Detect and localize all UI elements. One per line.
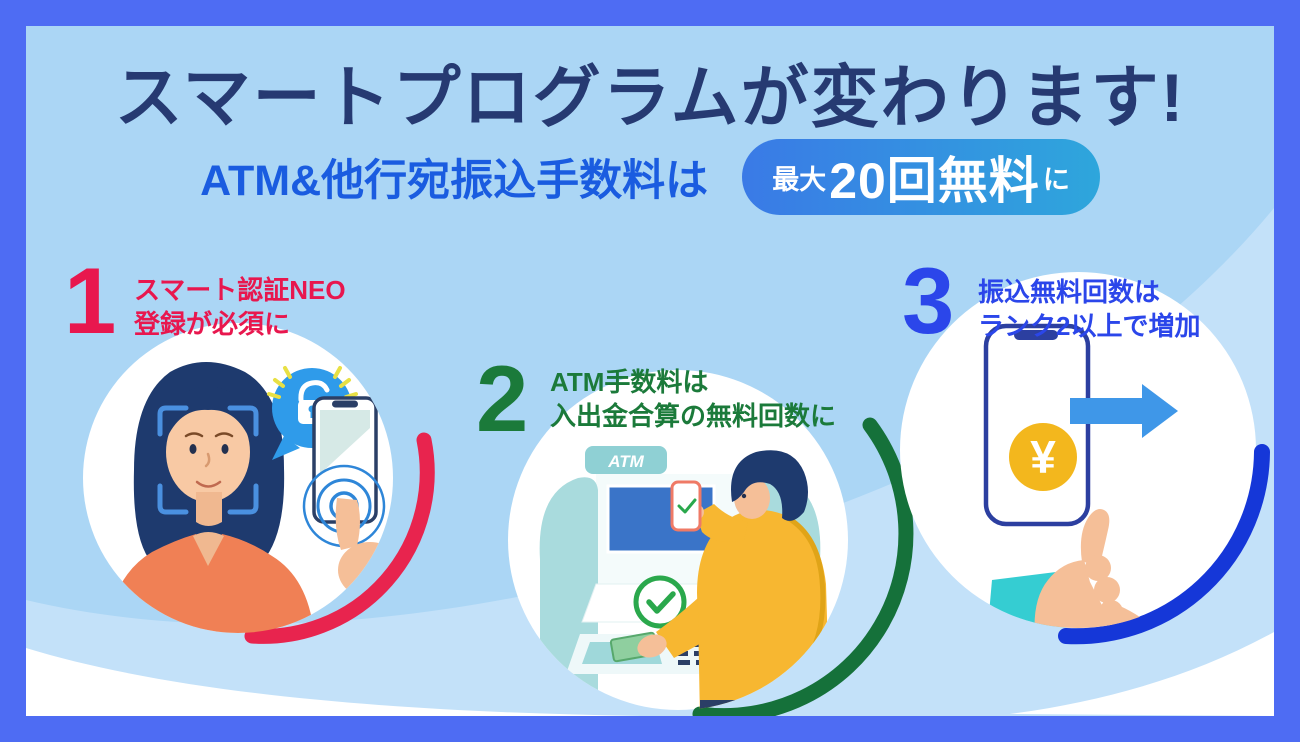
check-circle-icon <box>633 575 687 629</box>
badge-suffix: に <box>1042 164 1070 195</box>
face-scan-icon <box>157 405 259 515</box>
feature2-heading: ATM手数料は 入出金合算の無料回数に <box>550 366 836 434</box>
feature1-line2: 登録が必須に <box>134 308 291 339</box>
atm-sign-label: ATM <box>607 452 644 471</box>
blue-arc <box>1058 444 1270 645</box>
banner-canvas: ATM <box>26 26 1274 716</box>
feature3-line1: 振込無料回数は <box>978 277 1161 307</box>
subtitle-text: ATM&他行宛振込手数料は <box>200 157 709 205</box>
banner-illustrations: ATM <box>26 208 1274 716</box>
green-arc <box>692 417 914 716</box>
feature1-number: 1 <box>64 248 117 353</box>
background-wave-right <box>1010 632 1274 716</box>
banner-title: スマートプログラムが変わります! <box>114 60 1186 136</box>
feature2-line1: ATM手数料は <box>550 367 709 397</box>
feature3-number: 3 <box>902 248 955 353</box>
background-band <box>26 208 1274 716</box>
hand-holding-phone <box>986 509 1164 628</box>
feature2-line2: 入出金合算の無料回数に <box>550 400 837 431</box>
badge-highlight: 20回無料 <box>829 153 1040 209</box>
free-count-badge: 最大 20回無料 に <box>742 139 1100 215</box>
yen-coin-icon: ¥ <box>1009 423 1077 491</box>
woman-illustration <box>108 362 314 633</box>
phone-check-icon <box>670 480 702 532</box>
badge-prefix: 最大 <box>772 164 827 195</box>
person-at-atm-illustration <box>609 450 830 710</box>
background-wave-left <box>26 648 640 716</box>
feature3-heading: 振込無料回数は ランク2以上で増加 <box>978 276 1200 344</box>
smartphone-transfer-icon: ¥ <box>983 323 1178 628</box>
arrow-right-icon <box>1070 384 1178 438</box>
red-arc <box>244 432 435 644</box>
subtitle-row: ATM&他行宛振込手数料は 最大 20回無料 に <box>26 138 1274 216</box>
feature3-line2: ランク2以上で増加 <box>978 310 1201 341</box>
feature2-number: 2 <box>476 346 529 451</box>
feature1-line1: スマート認証NEO <box>134 275 346 305</box>
yen-symbol: ¥ <box>1030 431 1056 483</box>
feature1-heading: スマート認証NEO 登録が必須に <box>134 274 346 342</box>
